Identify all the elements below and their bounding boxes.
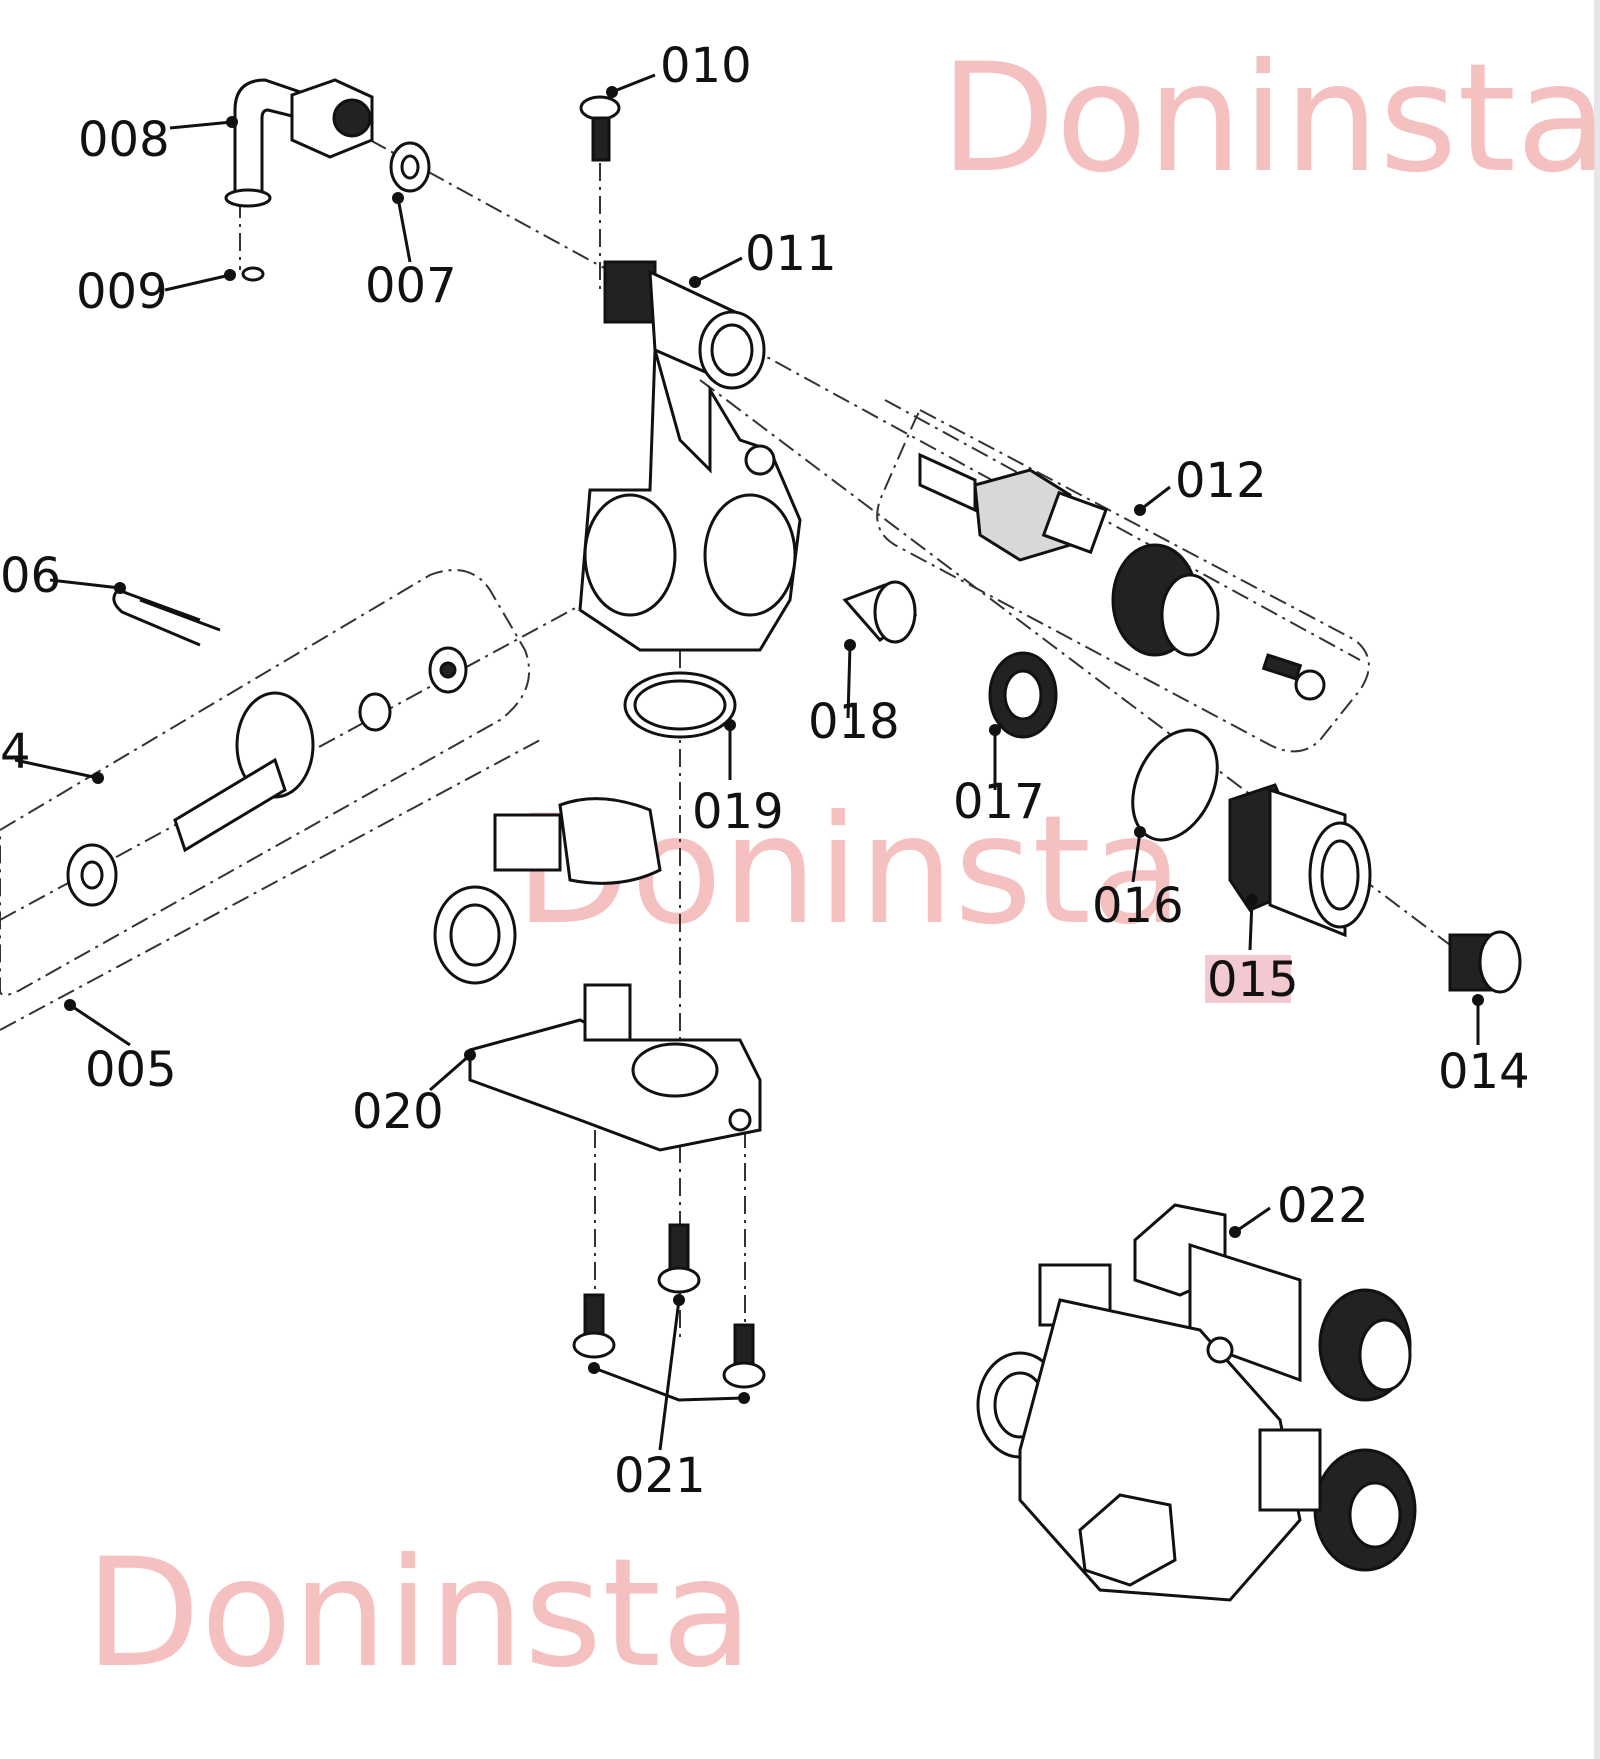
part-020-manifold bbox=[433, 797, 762, 1152]
part-012-fitting-kit bbox=[918, 452, 1326, 701]
callout-019: 019 bbox=[692, 784, 784, 840]
callout-005: 005 bbox=[85, 1042, 177, 1098]
part-016-o-ring bbox=[1131, 728, 1219, 842]
part-010-screw bbox=[579, 95, 621, 162]
part-021-screws bbox=[572, 1223, 766, 1389]
callout-012: 012 bbox=[1175, 453, 1267, 509]
callout-007: 007 bbox=[365, 258, 457, 314]
part-006-u-clip bbox=[112, 588, 221, 647]
callout-016: 016 bbox=[1092, 878, 1184, 934]
part-014-screen bbox=[1448, 930, 1522, 994]
callout-021: 021 bbox=[614, 1448, 706, 1504]
part-009-ring bbox=[241, 266, 265, 282]
part-005-impeller-assembly bbox=[66, 646, 468, 907]
kit-outline-012 bbox=[876, 408, 1370, 753]
callout-004: 4 bbox=[0, 724, 31, 780]
part-008-elbow-pipe bbox=[224, 78, 374, 208]
leader-lines bbox=[14, 73, 1484, 1451]
callout-018: 018 bbox=[808, 694, 900, 750]
callout-014: 014 bbox=[1438, 1044, 1530, 1100]
part-017-check-valve bbox=[988, 651, 1058, 739]
watermark-top: Doninsta bbox=[940, 32, 1600, 206]
callout-022: 022 bbox=[1277, 1178, 1369, 1234]
callout-015: 015 bbox=[1207, 952, 1299, 1008]
kit-outline-005 bbox=[0, 569, 531, 996]
part-019-o-ring bbox=[623, 671, 737, 739]
callout-017: 017 bbox=[953, 774, 1045, 830]
part-007-washer bbox=[389, 141, 431, 193]
callout-010: 010 bbox=[660, 38, 752, 94]
callout-015-highlight bbox=[1205, 955, 1291, 1003]
part-018-sleeve bbox=[842, 580, 918, 644]
callout-011: 011 bbox=[745, 226, 837, 282]
callout-008: 008 bbox=[78, 112, 170, 168]
callout-020: 020 bbox=[352, 1084, 444, 1140]
watermark-bottom: Doninsta bbox=[85, 1527, 753, 1701]
page-edge-bar bbox=[1594, 0, 1600, 1759]
part-011-valve-body bbox=[578, 260, 802, 652]
callout-006: 06 bbox=[0, 548, 61, 604]
callout-labels: 008 009 007 010 011 012 06 4 018 019 017… bbox=[0, 38, 1530, 1504]
part-015-threaded-union bbox=[1228, 783, 1372, 938]
callout-009: 009 bbox=[76, 264, 168, 320]
part-022-assembled-unit bbox=[976, 1203, 1417, 1602]
